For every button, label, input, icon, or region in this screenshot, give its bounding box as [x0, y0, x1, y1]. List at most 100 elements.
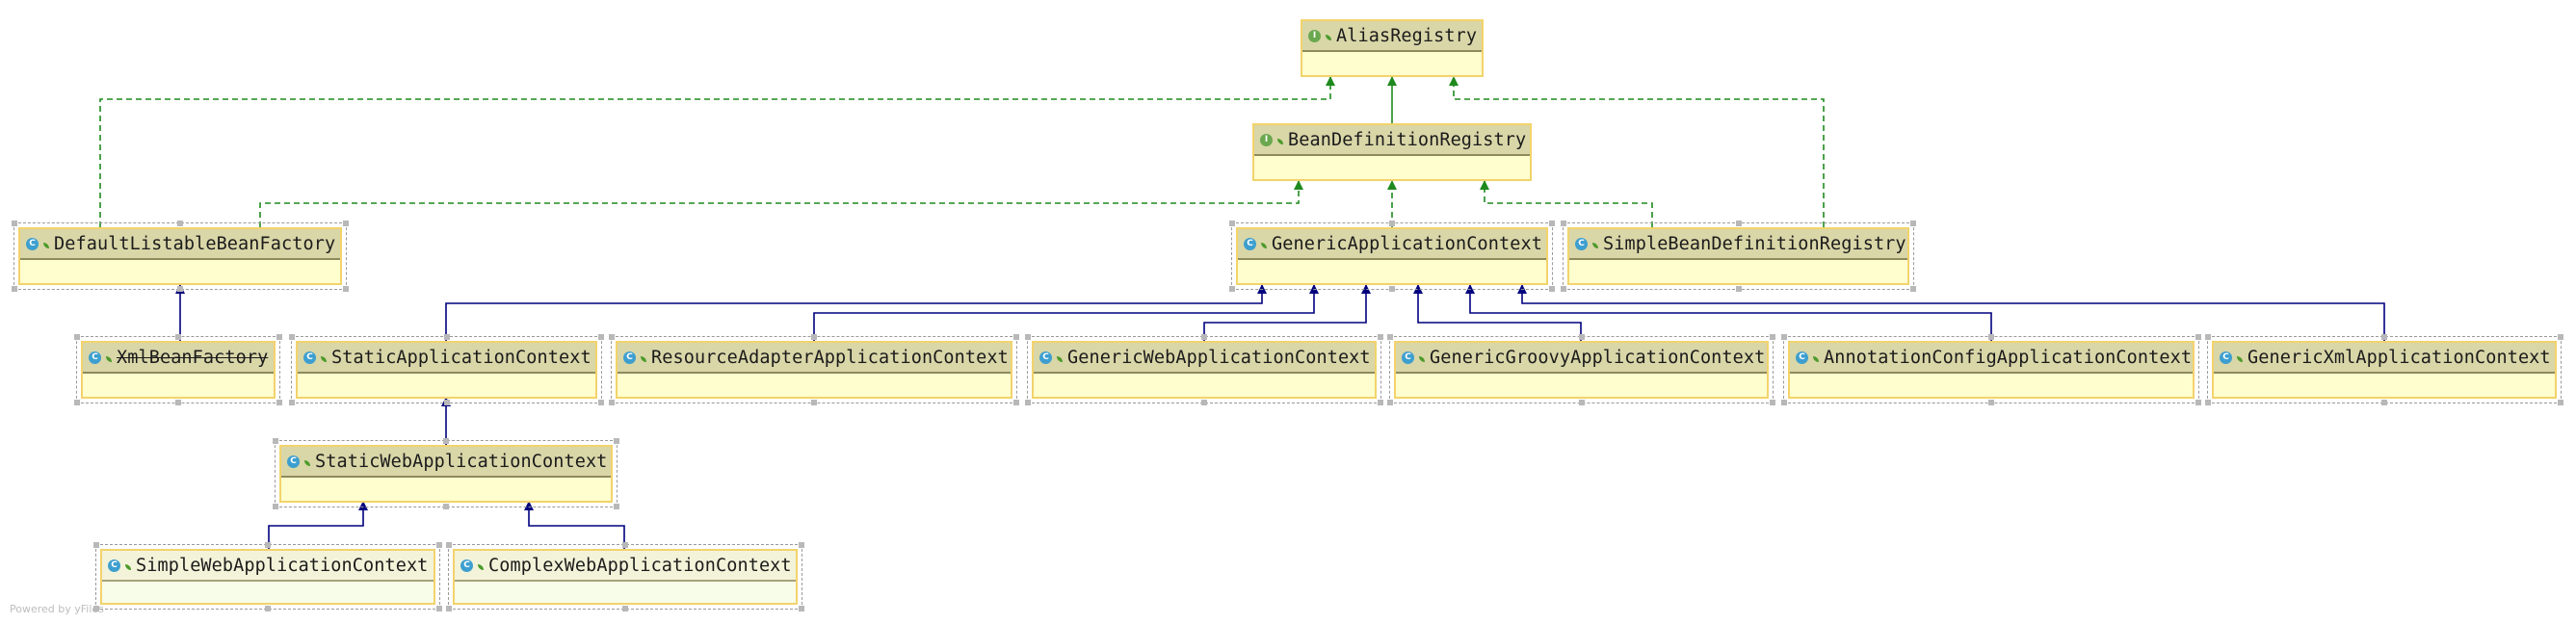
edge-simple-web-application-context-to-static-web-application-context[interactable]: [268, 501, 368, 549]
selection-handle[interactable]: [1781, 400, 1787, 405]
selection-handle[interactable]: [2195, 334, 2201, 340]
selection-handle[interactable]: [446, 542, 452, 548]
selection-handle[interactable]: [1013, 400, 1019, 405]
selection-handle[interactable]: [1578, 334, 1585, 340]
selection-handle[interactable]: [1389, 221, 1395, 226]
selection-handle[interactable]: [1549, 286, 1555, 292]
selection-handle[interactable]: [343, 286, 349, 292]
selection-handle[interactable]: [1770, 334, 1775, 340]
node-annotation-config-application-context[interactable]: C AnnotationConfigApplicationContext: [1783, 336, 2199, 403]
selection-handle[interactable]: [1770, 400, 1775, 405]
selection-handle[interactable]: [93, 542, 99, 548]
selection-handle[interactable]: [93, 606, 99, 611]
edge-generic-xml-application-context-to-generic-application-context[interactable]: [1517, 284, 2385, 341]
selection-handle[interactable]: [276, 334, 282, 340]
selection-handle[interactable]: [1781, 334, 1787, 340]
selection-handle[interactable]: [1549, 221, 1555, 226]
selection-handle[interactable]: [1013, 334, 1019, 340]
node-simple-bean-definition-registry[interactable]: C SimpleBeanDefinitionRegistry: [1563, 222, 1914, 290]
edge-generic-groovy-application-context-to-generic-application-context[interactable]: [1413, 284, 1582, 341]
selection-handle[interactable]: [1910, 221, 1916, 226]
selection-handle[interactable]: [622, 542, 628, 548]
selection-handle[interactable]: [1389, 286, 1395, 292]
selection-handle[interactable]: [443, 334, 450, 340]
selection-handle[interactable]: [1988, 334, 1994, 340]
selection-handle[interactable]: [2381, 400, 2387, 405]
edge-annotation-config-application-context-to-generic-application-context[interactable]: [1465, 284, 1992, 341]
selection-handle[interactable]: [1025, 400, 1031, 405]
selection-handle[interactable]: [443, 504, 449, 509]
selection-handle[interactable]: [443, 400, 450, 405]
node-generic-groovy-application-context[interactable]: C GenericGroovyApplicationContext: [1389, 336, 1774, 403]
selection-handle[interactable]: [799, 606, 804, 611]
selection-handle[interactable]: [273, 504, 278, 509]
node-generic-web-application-context[interactable]: C GenericWebApplicationContext: [1027, 336, 1381, 403]
selection-handle[interactable]: [265, 606, 271, 611]
selection-handle[interactable]: [609, 400, 615, 405]
selection-handle[interactable]: [1229, 221, 1235, 226]
edge-default-listable-bean-factory-to-alias-registry[interactable]: [99, 76, 1335, 227]
selection-handle[interactable]: [12, 286, 17, 292]
selection-handle[interactable]: [12, 221, 17, 226]
node-resource-adapter-application-context[interactable]: C ResourceAdapterApplicationContext: [611, 336, 1017, 403]
selection-handle[interactable]: [446, 606, 452, 611]
selection-handle[interactable]: [1229, 286, 1235, 292]
node-alias-registry[interactable]: I AliasRegistry: [1301, 19, 1484, 77]
selection-handle[interactable]: [1735, 286, 1742, 292]
selection-handle[interactable]: [2558, 400, 2563, 405]
node-bean-definition-registry[interactable]: I BeanDefinitionRegistry: [1252, 123, 1532, 181]
selection-handle[interactable]: [436, 606, 442, 611]
edge-resource-adapter-application-context-to-generic-application-context[interactable]: [813, 284, 1319, 341]
selection-handle[interactable]: [177, 221, 183, 226]
selection-handle[interactable]: [811, 334, 817, 340]
selection-handle[interactable]: [343, 221, 349, 226]
selection-handle[interactable]: [289, 400, 295, 405]
selection-handle[interactable]: [1378, 400, 1383, 405]
selection-handle[interactable]: [1387, 334, 1393, 340]
selection-handle[interactable]: [265, 542, 271, 548]
edge-complex-web-application-context-to-static-web-application-context[interactable]: [524, 501, 625, 549]
selection-handle[interactable]: [2195, 400, 2201, 405]
selection-handle[interactable]: [2205, 400, 2211, 405]
selection-handle[interactable]: [1387, 400, 1393, 405]
selection-handle[interactable]: [622, 606, 628, 611]
selection-handle[interactable]: [276, 400, 282, 405]
edge-static-application-context-to-generic-application-context[interactable]: [445, 284, 1267, 341]
node-default-listable-bean-factory[interactable]: C DefaultListableBeanFactory: [13, 222, 347, 290]
selection-handle[interactable]: [1201, 400, 1207, 405]
node-static-web-application-context[interactable]: C StaticWebApplicationContext: [275, 440, 618, 507]
selection-handle[interactable]: [598, 400, 604, 405]
node-complex-web-application-context[interactable]: C ComplexWebApplicationContext: [448, 544, 802, 610]
selection-handle[interactable]: [2381, 334, 2387, 340]
selection-handle[interactable]: [598, 334, 604, 340]
selection-handle[interactable]: [1025, 334, 1031, 340]
selection-handle[interactable]: [1561, 286, 1566, 292]
selection-handle[interactable]: [273, 438, 278, 444]
selection-handle[interactable]: [1910, 286, 1916, 292]
edge-simple-bean-definition-registry-to-bean-definition-registry[interactable]: [1480, 180, 1653, 227]
selection-handle[interactable]: [2558, 334, 2563, 340]
selection-handle[interactable]: [614, 504, 619, 509]
node-generic-xml-application-context[interactable]: C GenericXmlApplicationContext: [2207, 336, 2562, 403]
edge-simple-bean-definition-registry-to-alias-registry[interactable]: [1449, 76, 1825, 227]
edge-generic-web-application-context-to-generic-application-context[interactable]: [1203, 284, 1371, 341]
node-simple-web-application-context[interactable]: C SimpleWebApplicationContext: [95, 544, 440, 610]
selection-handle[interactable]: [74, 334, 80, 340]
selection-handle[interactable]: [799, 542, 804, 548]
selection-handle[interactable]: [289, 334, 295, 340]
selection-handle[interactable]: [177, 286, 183, 292]
selection-handle[interactable]: [2205, 334, 2211, 340]
selection-handle[interactable]: [1201, 334, 1207, 340]
selection-handle[interactable]: [74, 400, 80, 405]
edge-default-listable-bean-factory-to-bean-definition-registry[interactable]: [259, 180, 1303, 227]
selection-handle[interactable]: [1735, 221, 1742, 226]
node-static-application-context[interactable]: C StaticApplicationContext: [291, 336, 602, 403]
node-generic-application-context[interactable]: C GenericApplicationContext: [1231, 222, 1553, 290]
selection-handle[interactable]: [614, 438, 619, 444]
selection-handle[interactable]: [443, 438, 449, 444]
selection-handle[interactable]: [1988, 400, 1994, 405]
selection-handle[interactable]: [436, 542, 442, 548]
selection-handle[interactable]: [1561, 221, 1566, 226]
selection-handle[interactable]: [175, 400, 181, 405]
node-xml-bean-factory[interactable]: C XmlBeanFactory: [76, 336, 280, 403]
